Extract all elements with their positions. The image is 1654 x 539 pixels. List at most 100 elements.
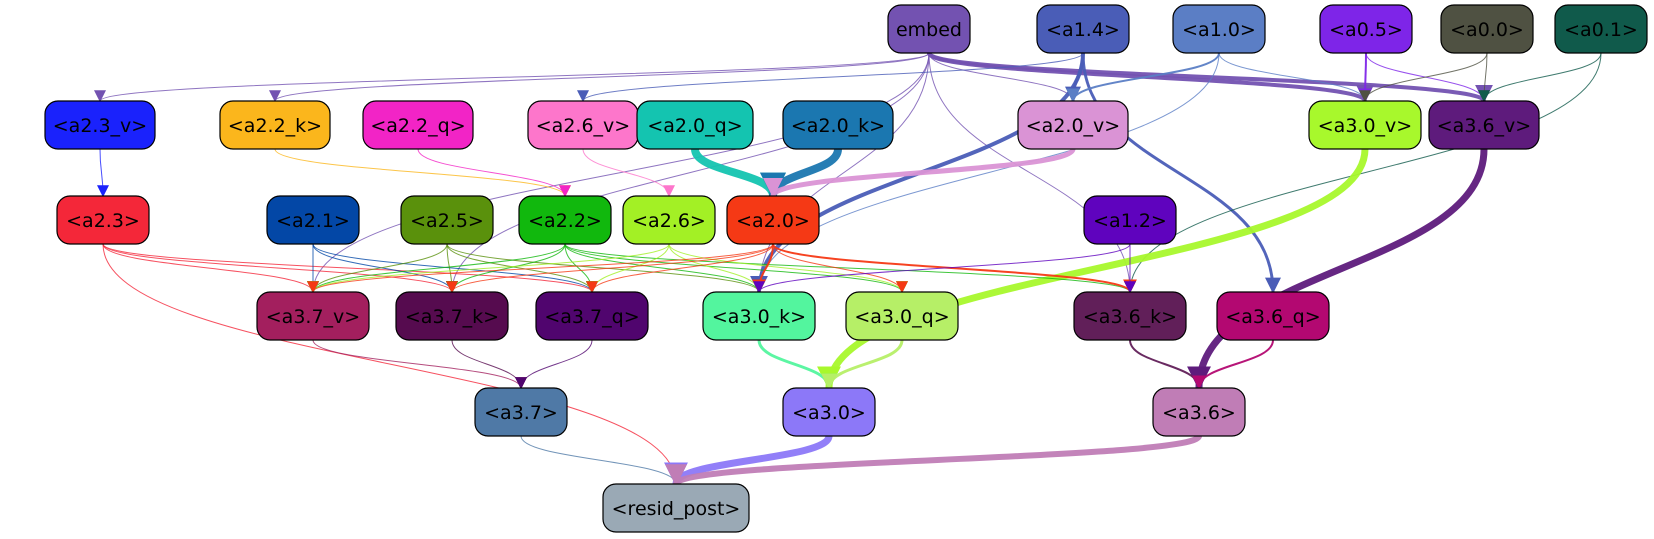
edge-embed-to-a3_6_k [928, 52, 1136, 294]
node-a3-7[interactable]: <a3.7> [474, 387, 568, 437]
node-a2-0[interactable]: <a2.0> [726, 195, 820, 245]
node-a3-7-q[interactable]: <a3.7_q> [535, 291, 649, 341]
node-box [1073, 291, 1187, 341]
node-label: <a1.4> [1046, 19, 1120, 41]
node-a2-0-q[interactable]: <a2.0_q> [636, 100, 754, 150]
edge-a2_0-to-a3_0_q [772, 243, 908, 294]
node-box [219, 100, 331, 150]
node-a1-0[interactable]: <a1.0> [1172, 4, 1266, 54]
node-a1-2[interactable]: <a1.2> [1083, 195, 1177, 245]
node-label: <a2.6_v> [536, 115, 630, 137]
node-a0-0[interactable]: <a0.0> [1440, 4, 1534, 54]
node-a2-2-k[interactable]: <a2.2_k> [219, 100, 331, 150]
node-a0-5[interactable]: <a0.5> [1319, 4, 1413, 54]
edge-layer [94, 51, 1602, 487]
node-a1-4[interactable]: <a1.4> [1036, 4, 1130, 54]
node-box [266, 195, 360, 245]
node-label: <a3.0_q> [854, 306, 949, 328]
edge-a3_6_q-to-a3_6 [1192, 339, 1274, 390]
node-box [44, 100, 156, 150]
edge-a2_2-to-a3_0_k [564, 243, 765, 294]
edge-a0_5-to-a3_0_v [1358, 52, 1373, 103]
node-box [535, 291, 649, 341]
edge-a2_5-to-a3_7_q [446, 243, 598, 294]
node-label: <a2.0> [736, 210, 810, 232]
node-resid-post[interactable]: <resid_post> [602, 483, 750, 533]
edge-a2_6_v-to-a2_6 [582, 148, 675, 198]
node-label: <a3.6_q> [1225, 306, 1320, 328]
edge-a3_7-to-resid_post [520, 435, 682, 486]
edge-embed-to-a2_2_k [269, 52, 930, 103]
node-box [726, 195, 820, 245]
edge-a2_2-to-a3_6_k [564, 243, 1136, 294]
node-a3-7-v[interactable]: <a3.7_v> [256, 291, 370, 341]
node-box [1216, 291, 1330, 341]
edge-a0_0-to-a3_6_v [1478, 52, 1491, 103]
edge-a2_3-to-resid_post [102, 243, 682, 486]
node-a2-0-v[interactable]: <a2.0_v> [1017, 100, 1129, 150]
node-label: <a2.0_v> [1026, 115, 1120, 137]
node-box [636, 100, 754, 150]
edge-a2_0-to-a3_7_v [307, 243, 774, 294]
edge-a2_0-to-a3_7_k [446, 243, 774, 294]
node-a3-6-v[interactable]: <a3.6_v> [1428, 100, 1540, 150]
node-label: <a3.0_k> [712, 306, 806, 328]
node-box [1428, 100, 1540, 150]
node-a3-7-k[interactable]: <a3.7_k> [395, 291, 509, 341]
node-label: <a2.0_q> [647, 115, 742, 137]
edge-a2_3-to-a3_7_q [102, 243, 598, 294]
node-a2-0-k[interactable]: <a2.0_k> [782, 100, 894, 150]
node-label: <a3.7_q> [544, 306, 639, 328]
edge-a2_3-to-a3_7_k [102, 243, 458, 294]
node-a3-0[interactable]: <a3.0> [782, 387, 876, 437]
node-label: <a2.6> [632, 210, 706, 232]
edge-a3_0_v-to-a3_0 [817, 148, 1369, 391]
node-label: embed [896, 19, 962, 41]
node-box [782, 100, 894, 150]
node-box [1036, 4, 1130, 54]
node-a3-6-k[interactable]: <a3.6_k> [1073, 291, 1187, 341]
node-box [395, 291, 509, 341]
edge-embed-to-a3_0_k [753, 52, 930, 294]
node-a2-3-v[interactable]: <a2.3_v> [44, 100, 156, 150]
node-a2-6-v[interactable]: <a2.6_v> [527, 100, 639, 150]
node-a2-2-q[interactable]: <a2.2_q> [362, 100, 474, 150]
edge-a3_6_v-to-a3_6 [1187, 148, 1488, 391]
node-label: <a1.0> [1182, 19, 1256, 41]
edge-a2_5-to-a3_0_k [446, 243, 765, 294]
node-a3-0-k[interactable]: <a3.0_k> [702, 291, 816, 341]
node-box [256, 291, 370, 341]
edge-a2_2-to-a3_7_v [307, 243, 566, 294]
edge-a0_0-to-a3_0_v [1359, 52, 1488, 103]
node-label: <a3.6_v> [1437, 115, 1531, 137]
edge-a2_5-to-a3_7_v [307, 243, 448, 294]
edge-a0_1-to-a3_6_k [1124, 52, 1602, 294]
node-a2-6[interactable]: <a2.6> [622, 195, 716, 245]
edge-a1_4-to-a2_6_v [577, 52, 1084, 103]
edge-a2_2-to-a3_0_q [564, 243, 908, 294]
node-a3-0-v[interactable]: <a3.0_v> [1308, 100, 1422, 150]
edge-a2_2_k-to-a2_2 [274, 148, 571, 198]
edge-a1_4-to-a3_6_q [1081, 52, 1281, 294]
node-a2-1[interactable]: <a2.1> [266, 195, 360, 245]
node-a2-5[interactable]: <a2.5> [400, 195, 494, 245]
node-label: <a3.7_v> [266, 306, 360, 328]
edge-embed-to-a3_6_v [927, 51, 1493, 103]
node-a2-2[interactable]: <a2.2> [518, 195, 612, 245]
edge-a3_7_v-to-a3_7 [312, 339, 527, 390]
node-a3-6-q[interactable]: <a3.6_q> [1216, 291, 1330, 341]
edge-a2_0_q-to-a2_0 [691, 147, 786, 199]
node-label: <a3.7> [484, 402, 558, 424]
node-label: <a2.1> [276, 210, 350, 232]
node-a2-3[interactable]: <a2.3> [56, 195, 150, 245]
edge-embed-to-a3_7_k [446, 52, 930, 294]
edge-a1_2-to-a3_0_k [753, 243, 1131, 294]
edge-a2_3-to-a3_7_v [102, 243, 319, 294]
node-a3-6[interactable]: <a3.6> [1152, 387, 1246, 437]
node-a0-1[interactable]: <a0.1> [1554, 4, 1648, 54]
node-embed[interactable]: embed [887, 4, 971, 54]
node-a3-0-q[interactable]: <a3.0_q> [845, 291, 959, 341]
edge-a1_0-to-a3_0_k [753, 52, 1220, 294]
edge-a2_1-to-a3_7_q [312, 243, 598, 294]
